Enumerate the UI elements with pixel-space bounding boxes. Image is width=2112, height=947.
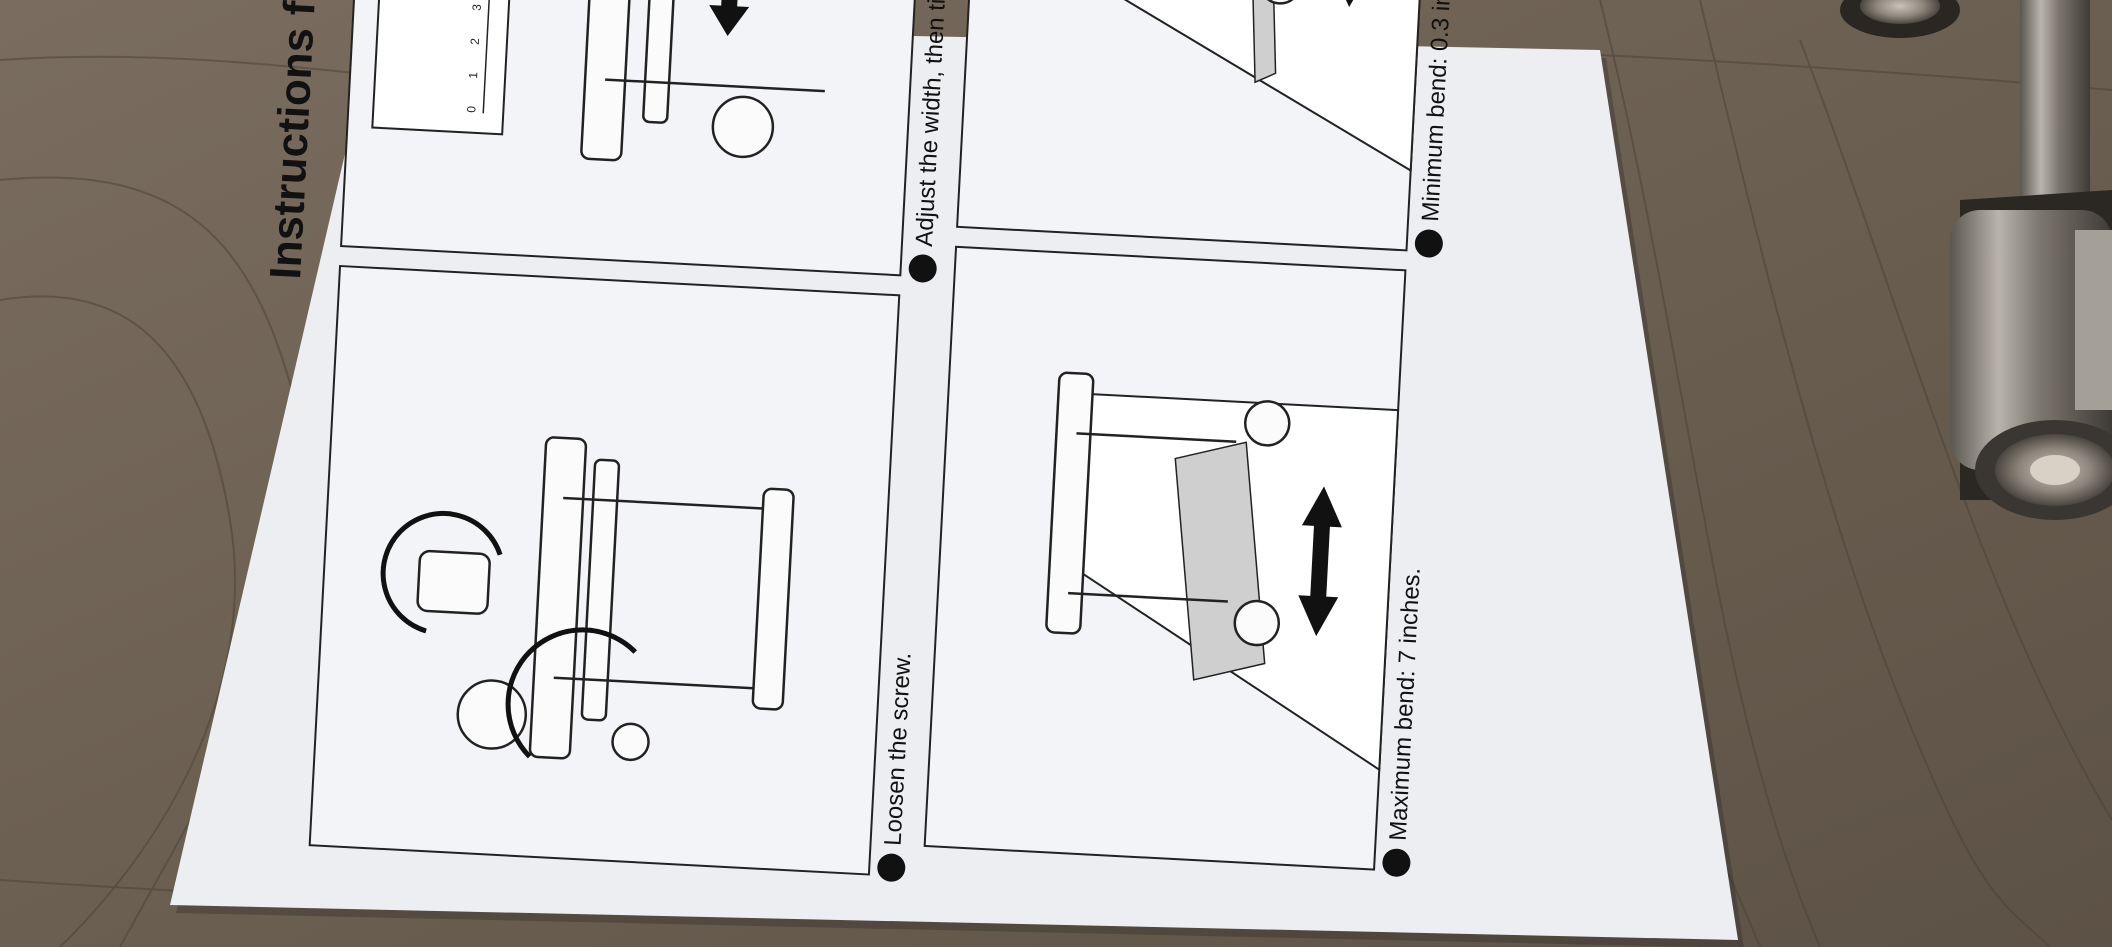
instruction-sheet: Instructions for Use <box>170 0 1744 947</box>
panel-step-1: Loosen the screw. <box>308 264 917 882</box>
panel-step-4: Minimum bend: 0.3 inches. <box>956 0 1459 258</box>
panel-step-2: 0 1 2 3 4 5 6 7 <box>340 0 954 283</box>
panel-step-3: Maximum bend: 7 inches. <box>923 245 1426 877</box>
adjust-arrow-icon <box>709 0 750 36</box>
rotate-arrow-icon <box>380 510 638 759</box>
ruler-mark: 2 <box>468 37 482 45</box>
ruler-mark: 3 <box>470 3 484 11</box>
ruler-mark: 1 <box>466 71 480 79</box>
ruler-inset <box>371 0 518 136</box>
double-arrow-icon <box>1298 486 1342 637</box>
ruler-ticks <box>482 0 497 114</box>
metal-bender-photo <box>1840 0 2112 520</box>
ruler-mark: 0 <box>464 105 478 113</box>
